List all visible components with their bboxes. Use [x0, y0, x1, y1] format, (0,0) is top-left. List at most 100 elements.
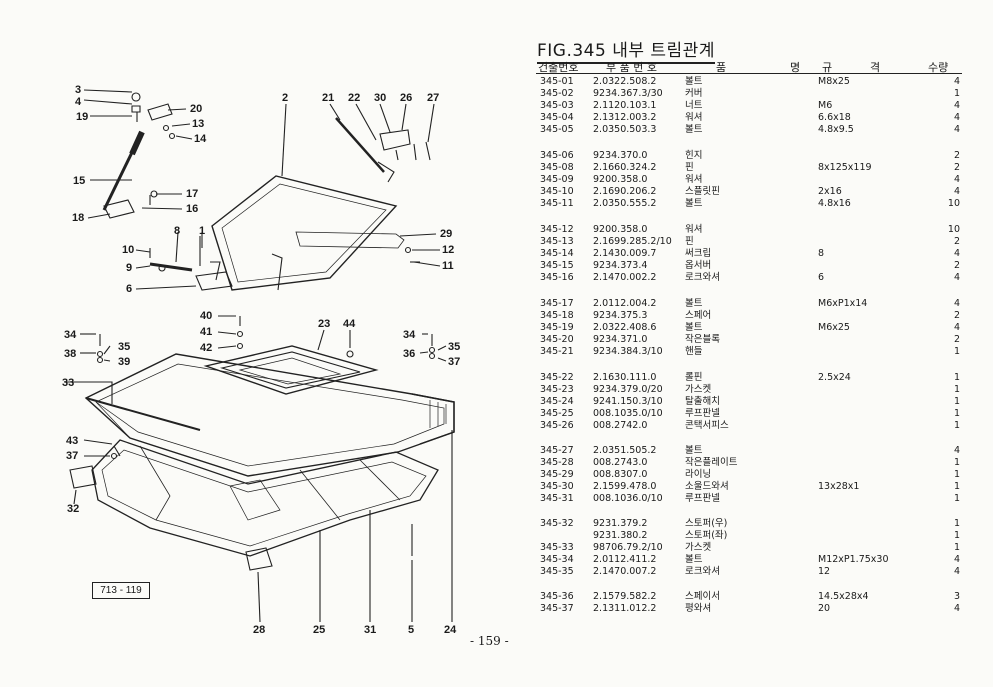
part-number: 2.1120.103.1 — [593, 100, 657, 112]
part-qty: 4 — [953, 248, 960, 260]
part-id: 345-19 — [540, 322, 574, 334]
part-qty: 1 — [953, 493, 960, 505]
callout-28: 28 — [253, 624, 266, 636]
part-id: 345-16 — [540, 272, 574, 284]
part-name: 작은플레이트 — [685, 457, 738, 469]
callout-35-left: 35 — [118, 341, 131, 353]
part-number: 2.1579.582.2 — [593, 591, 657, 602]
figure-title: FIG.345 내부 트림관계 — [537, 36, 715, 64]
part-qty: 4 — [953, 566, 960, 578]
part-spec: M8x25 — [818, 76, 850, 87]
table-header: 건출번호 부 품 번 호 품 명 규 격 수량 — [536, 59, 962, 74]
part-qty: 1 — [953, 408, 960, 420]
part-name: 핀 — [685, 162, 694, 174]
callout-4: 4 — [75, 96, 82, 108]
part-qty: 2 — [953, 310, 960, 322]
callout-33: 33 — [62, 377, 75, 389]
part-qty: 4 — [953, 272, 960, 284]
header-name-2: 명 — [790, 61, 801, 74]
part-number: 2.1311.012.2 — [593, 603, 657, 615]
part-number: 2.0350.555.2 — [593, 198, 657, 210]
callout-6: 6 — [126, 283, 133, 295]
callout-40: 40 — [200, 310, 213, 322]
part-qty: 4 — [953, 603, 960, 615]
callout-5: 5 — [408, 624, 415, 636]
part-name: 볼트 — [685, 298, 703, 309]
part-qty: 1 — [953, 542, 960, 554]
part-name: 써크립 — [685, 248, 712, 260]
part-name: 옵서버 — [685, 260, 712, 272]
part-spec: 6 — [818, 272, 825, 284]
part-id: 345-05 — [540, 124, 574, 136]
part-id: 345-06 — [540, 150, 574, 161]
part-qty: 1 — [953, 457, 960, 469]
part-name: 볼트 — [685, 554, 703, 566]
callout-27: 27 — [427, 92, 440, 104]
part-id: 345-32 — [540, 518, 574, 529]
part-name: 스페어 — [685, 310, 712, 322]
part-qty: 2 — [953, 150, 960, 161]
part-id: 345-29 — [540, 469, 574, 481]
part-number: 9234.367.3/30 — [593, 88, 663, 100]
part-id: 345-34 — [540, 554, 574, 566]
callout-11: 11 — [442, 260, 454, 272]
callout-44: 44 — [343, 318, 356, 330]
part-name: 작은블록 — [685, 334, 720, 346]
callout-21: 21 — [322, 92, 335, 104]
callout-29: 29 — [440, 228, 453, 240]
callout-34-left: 34 — [64, 329, 77, 341]
callout-34-right: 34 — [403, 329, 416, 341]
part-number: 9231.379.2 — [593, 518, 648, 529]
part-qty: 1 — [953, 469, 960, 481]
callout-13: 13 — [192, 118, 205, 130]
part-number: 9200.358.0 — [593, 174, 648, 186]
callout-26: 26 — [400, 92, 413, 104]
part-qty: 4 — [953, 124, 960, 136]
part-id: 345-14 — [540, 248, 574, 260]
part-number: 9234.370.0 — [593, 150, 648, 161]
part-number: 9241.150.3/10 — [593, 396, 663, 408]
callout-24: 24 — [444, 624, 457, 636]
callout-35-right: 35 — [448, 341, 461, 353]
callout-20: 20 — [190, 103, 203, 115]
part-id: 345-25 — [540, 408, 574, 420]
part-qty: 2 — [953, 162, 960, 174]
callout-32: 32 — [67, 503, 80, 515]
header-id: 건출번호 — [538, 61, 579, 74]
part-id: 345-21 — [540, 346, 574, 358]
part-spec: 4.8x9.5 — [818, 124, 854, 136]
part-number: 9200.358.0 — [593, 224, 648, 235]
part-number: 2.1470.002.2 — [593, 272, 657, 284]
callout-3: 3 — [75, 84, 82, 96]
part-qty: 4 — [953, 112, 960, 124]
part-spec: 14.5x28x4 — [818, 591, 869, 602]
part-id: 345-33 — [540, 542, 574, 554]
part-number: 2.1690.206.2 — [593, 186, 657, 198]
part-qty: 1 — [953, 481, 960, 493]
part-name: 볼트 — [685, 76, 703, 87]
part-name: 힌지 — [685, 150, 703, 161]
part-id: 345-18 — [540, 310, 574, 322]
part-spec: M6xP1x14 — [818, 298, 868, 309]
part-spec: 2x16 — [818, 186, 842, 198]
part-number: 2.0322.408.6 — [593, 322, 657, 334]
part-id: 345-17 — [540, 298, 574, 309]
part-spec: 12 — [818, 566, 831, 578]
part-spec: 8x125x119 — [818, 162, 872, 174]
part-name: 가스켓 — [685, 542, 712, 554]
part-name: 롤핀 — [685, 372, 703, 383]
part-qty: 10 — [947, 224, 960, 235]
header-name: 품 — [716, 61, 727, 74]
